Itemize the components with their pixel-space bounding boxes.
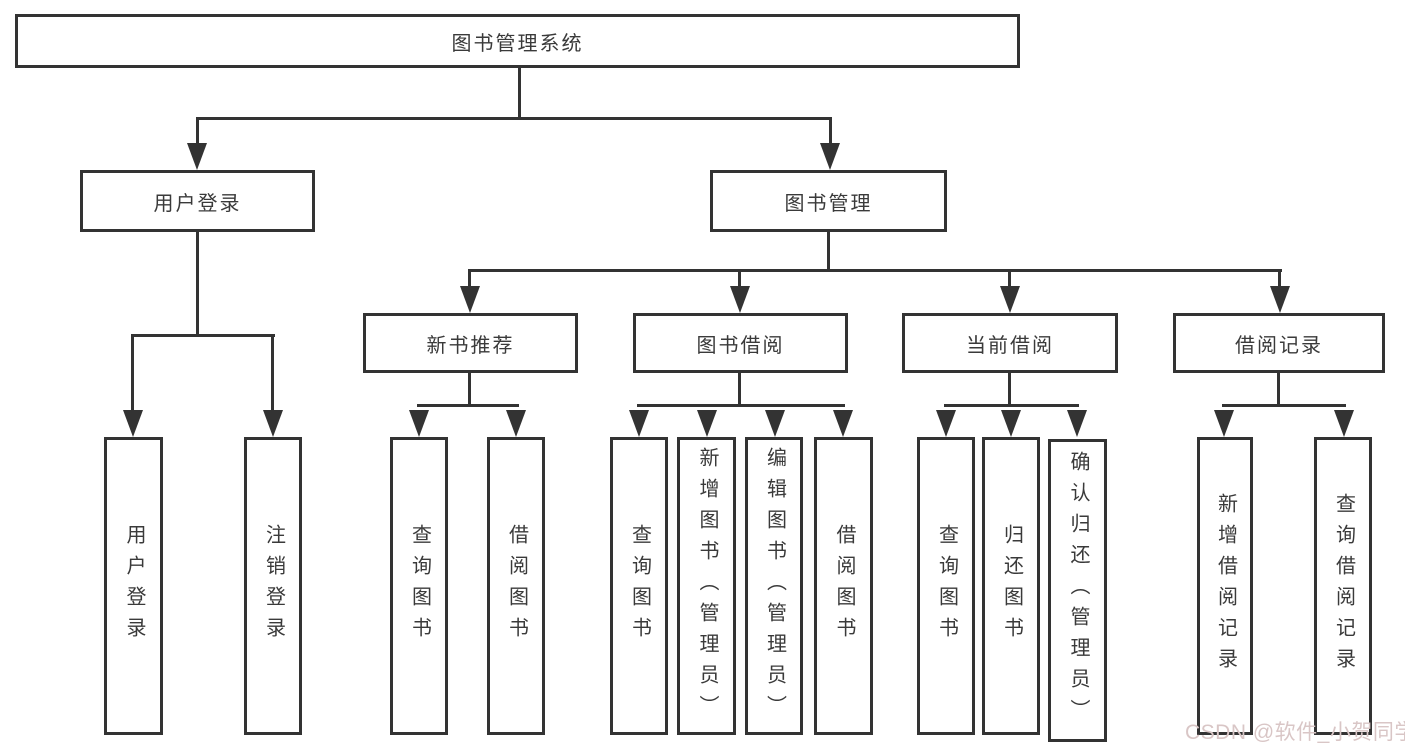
leaf-br-add-record-label: 新增借阅记录 [1214,493,1237,679]
connector-drop-logout-leaf [271,334,274,413]
connector-new-book-stem [468,373,471,407]
leaf-cb-return-book-label: 归还图书 [1000,524,1023,648]
node-book-mgmt-label: 图书管理 [784,192,873,215]
arrow-down-icon [1334,410,1354,437]
arrow-down-icon [263,410,283,437]
connector-drop-new-book [468,269,471,289]
arrow-down-icon [1001,410,1021,437]
connector-borrow-records-rail [1222,404,1346,407]
arrow-down-icon [409,410,429,437]
watermark: CSDN @软件_小贺同学 [1185,721,1405,744]
node-user-login-label: 用户登录 [153,192,242,215]
connector-drop-current-borrow [1008,269,1011,289]
node-current-borrow-label: 当前借阅 [966,334,1054,357]
leaf-cb-query-book-label: 查询图书 [935,524,958,648]
arrow-down-icon [1067,410,1087,437]
arrow-down-icon [936,410,956,437]
leaf-bb-query-book: 查询图书 [610,437,668,735]
node-borrow-records-label: 借阅记录 [1235,334,1323,357]
leaf-logout-label: 注销登录 [262,524,285,648]
node-current-borrow: 当前借阅 [902,313,1118,373]
leaf-nb-query-book-label: 查询图书 [408,524,431,648]
leaf-br-query-record: 查询借阅记录 [1314,437,1372,735]
arrow-down-icon [1270,286,1290,313]
arrow-down-icon [1000,286,1020,313]
connector-current-borrow-stem [1008,373,1011,407]
leaf-bb-borrow-book: 借阅图书 [814,437,873,735]
arrow-down-icon [187,143,207,170]
arrow-down-icon [629,410,649,437]
connector-drop-borrow-records [1278,269,1281,289]
leaf-nb-query-book: 查询图书 [390,437,448,735]
connector-root-stem [518,68,521,120]
leaf-nb-borrow-book-label: 借阅图书 [505,524,528,648]
node-book-borrow: 图书借阅 [633,313,848,373]
connector-book-borrow-rail [637,404,845,407]
connector-drop-user-login [196,117,199,146]
connector-book-borrow-stem [738,373,741,407]
leaf-cb-return-book: 归还图书 [982,437,1040,735]
connector-book-mgmt-stem [827,232,830,272]
leaf-user-login: 用户登录 [104,437,163,735]
leaf-user-login-label: 用户登录 [123,524,145,648]
leaf-cb-confirm-return-admin-label: 确认归还（管理员） [1067,451,1089,730]
leaf-br-query-record-label: 查询借阅记录 [1332,493,1355,679]
connector-user-login-rail [131,334,275,337]
connector-level1-rail [196,117,832,120]
connector-new-book-rail [417,404,519,407]
connector-drop-book-borrow [738,269,741,289]
node-user-login: 用户登录 [80,170,315,232]
leaf-bb-edit-book-admin-label: 编辑图书（管理员） [763,446,786,726]
leaf-nb-borrow-book: 借阅图书 [487,437,545,735]
arrow-down-icon [765,410,785,437]
connector-user-login-stem [196,232,199,337]
arrow-down-icon [730,286,750,313]
leaf-bb-edit-book-admin: 编辑图书（管理员） [745,437,803,735]
arrow-down-icon [697,410,717,437]
arrow-down-icon [123,410,143,437]
arrow-down-icon [1214,410,1234,437]
node-book-borrow-label: 图书借阅 [696,334,785,357]
connector-borrow-records-stem [1277,373,1280,407]
connector-current-borrow-rail [944,404,1079,407]
connector-level2-rail [468,269,1282,272]
arrow-down-icon [506,410,526,437]
leaf-bb-add-book-admin: 新增图书（管理员） [677,437,736,735]
connector-drop-login-leaf [131,334,134,413]
leaf-bb-borrow-book-label: 借阅图书 [833,524,855,648]
leaf-cb-query-book: 查询图书 [917,437,975,735]
leaf-logout: 注销登录 [244,437,302,735]
node-root-label: 图书管理系统 [451,32,584,55]
node-root: 图书管理系统 [15,14,1020,68]
leaf-br-add-record: 新增借阅记录 [1197,437,1253,735]
arrow-down-icon [833,410,853,437]
node-book-mgmt: 图书管理 [710,170,947,232]
arrow-down-icon [460,286,480,313]
leaf-cb-confirm-return-admin: 确认归还（管理员） [1048,439,1107,742]
node-borrow-records: 借阅记录 [1173,313,1385,373]
leaf-bb-add-book-admin-label: 新增图书（管理员） [696,446,718,726]
arrow-down-icon [820,143,840,170]
node-new-book-recommend: 新书推荐 [363,313,578,373]
node-new-book-recommend-label: 新书推荐 [426,334,515,357]
leaf-bb-query-book-label: 查询图书 [628,524,651,648]
connector-drop-book-mgmt [829,117,832,146]
